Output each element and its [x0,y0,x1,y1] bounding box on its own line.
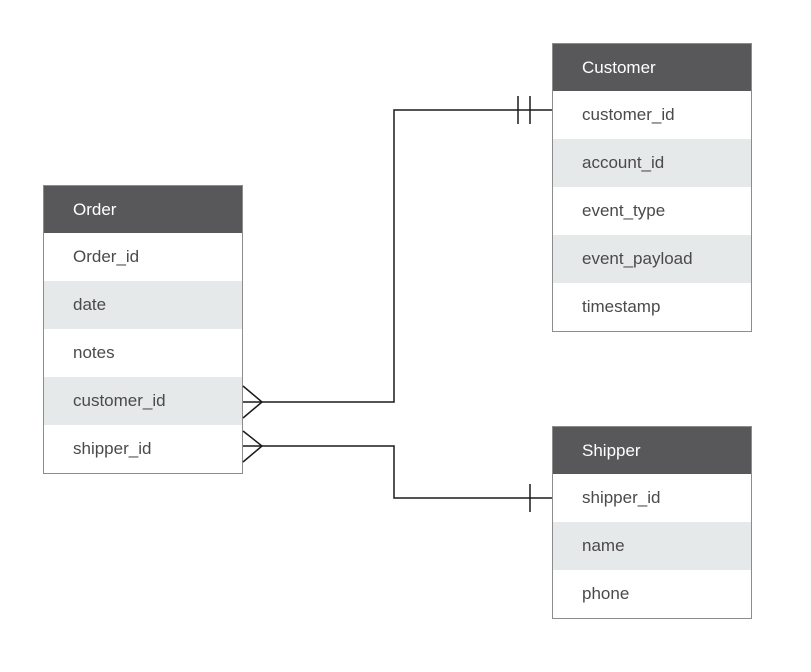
link-order-shipper [243,445,552,499]
shipper-entity-title: Shipper [553,427,751,474]
order-field-customer-id: customer_id [44,377,242,425]
shipper-field-shipper-id: shipper_id [553,474,751,522]
order-entity-title: Order [44,186,242,233]
customer-entity: Customer customer_id account_id event_ty… [552,43,752,332]
order-field-shipper-id: shipper_id [44,425,242,473]
customer-field-event-type: event_type [553,187,751,235]
shipper-entity: Shipper shipper_id name phone [552,426,752,619]
customer-field-timestamp: timestamp [553,283,751,331]
link-order-customer [243,109,552,403]
customer-field-event-payload: event_payload [553,235,751,283]
order-field-notes: notes [44,329,242,377]
shipper-field-phone: phone [553,570,751,618]
customer-entity-title: Customer [553,44,751,91]
shipper-field-name: name [553,522,751,570]
customer-field-account-id: account_id [553,139,751,187]
order-entity: Order Order_id date notes customer_id sh… [43,185,243,474]
order-field-order-id: Order_id [44,233,242,281]
crowsfoot-order-shipper-id [242,430,264,463]
customer-field-customer-id: customer_id [553,91,751,139]
crowsfoot-order-customer-id [242,385,264,419]
order-field-date: date [44,281,242,329]
